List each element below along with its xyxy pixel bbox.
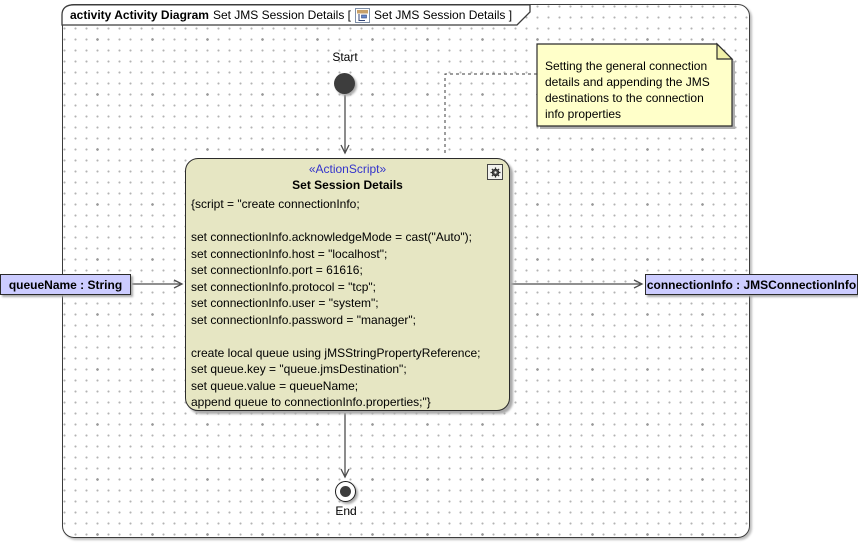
start-node-label: Start: [332, 50, 358, 64]
note-line: Setting the general connection: [545, 59, 708, 73]
frame-title-name: Set JMS Session Details [: [212, 8, 352, 22]
note-line: destinations to the connection: [545, 91, 704, 105]
frame-title-pentagon: [61, 4, 531, 26]
frame-title: activity Activity Diagram Set JMS Sessio…: [70, 6, 512, 24]
note-shape[interactable]: [536, 43, 733, 127]
action-stereotype: «ActionScript»: [308, 162, 387, 176]
script-line: set connectionInfo.acknowledgeMode = cas…: [191, 230, 473, 244]
end-node[interactable]: [335, 481, 356, 502]
script-line: [191, 328, 506, 345]
action-node[interactable]: «ActionScript» Set Session Details {scri…: [185, 158, 510, 411]
end-node-label: End: [335, 504, 357, 518]
start-node[interactable]: [334, 73, 355, 94]
script-line: set queue.value = queueName;: [191, 378, 359, 393]
frame-title-ref: Set JMS Session Details ]: [374, 8, 513, 22]
script-line: {script = "create connectionInfo;: [191, 197, 360, 211]
action-script: {script = "create connectionInfo; set co…: [191, 196, 506, 411]
script-line: [191, 213, 506, 230]
note-line: details and appending the JMS: [545, 75, 710, 89]
script-line: set queue.key = "queue.jmsDestination";: [191, 362, 407, 376]
script-line: set connectionInfo.port = 61616;: [191, 263, 363, 277]
behavior-gear-icon: [487, 164, 503, 180]
output-pin-connection-info[interactable]: connectionInfo : JMSConnectionInfo: [645, 274, 858, 295]
action-name: Set Session Details: [292, 178, 403, 192]
note-text: Setting the general connection details a…: [545, 58, 729, 122]
script-line: set connectionInfo.protocol = "tcp";: [191, 279, 376, 294]
end-node-inner-dot: [340, 486, 351, 497]
script-line: set connectionInfo.password = "manager";: [191, 312, 416, 327]
frame-title-keyword: activity Activity Diagram: [70, 8, 209, 22]
script-line: set connectionInfo.host = "localhost";: [191, 246, 388, 261]
note-anchor-line[interactable]: [444, 73, 537, 156]
activity-diagram-icon: [355, 7, 371, 23]
input-pin-queue-name[interactable]: queueName : String: [0, 274, 131, 295]
script-line: append queue to connectionInfo.propertie…: [191, 395, 431, 409]
note-line: info properties: [545, 107, 622, 121]
script-line: create local queue using jMSStringProper…: [191, 345, 481, 360]
note-fold: [716, 42, 734, 60]
script-line: set connectionInfo.user = "system";: [191, 296, 379, 310]
